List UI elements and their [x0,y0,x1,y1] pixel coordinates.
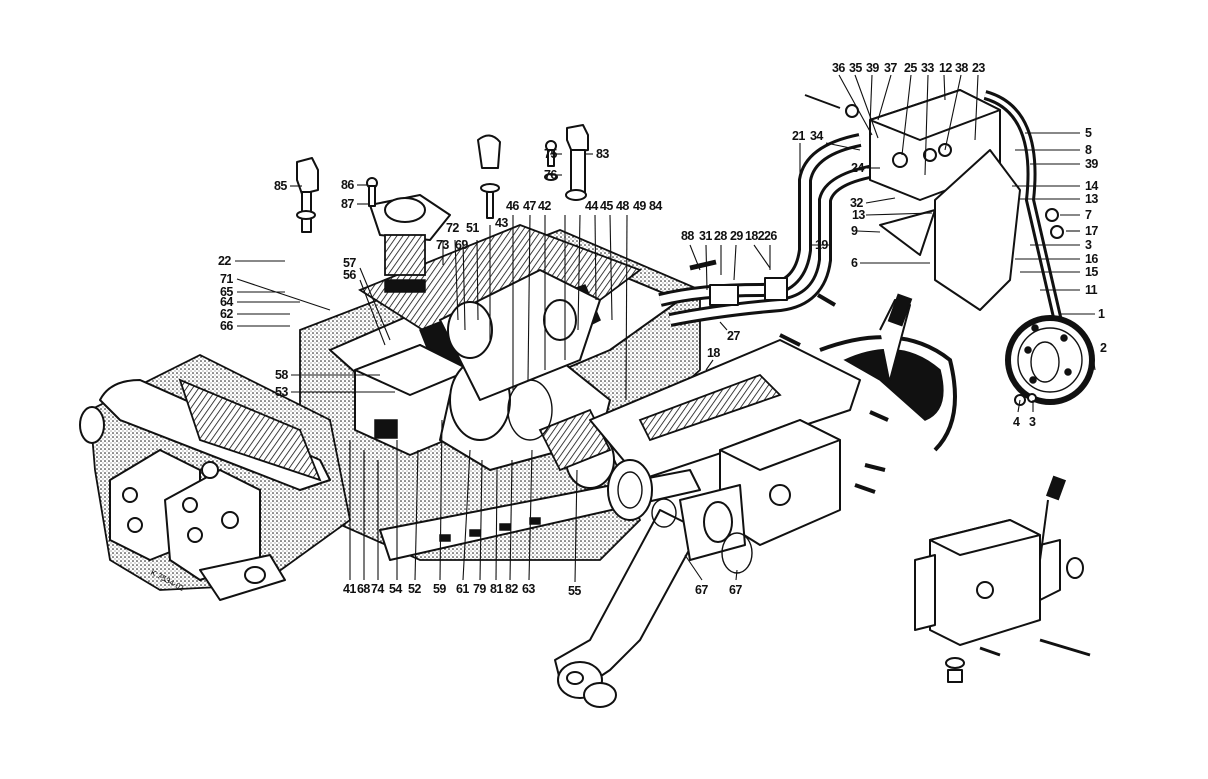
label-82: 82 [505,582,518,596]
label-31: 31 [699,229,712,243]
label-14: 14 [1085,179,1098,193]
label-52: 52 [408,582,421,596]
label-44: 44 [585,199,598,213]
label-68: 68 [357,582,370,596]
label-21: 21 [792,129,805,143]
label-74: 74 [371,582,384,596]
oil-pipes [658,133,882,327]
label-13: 13 [1085,192,1098,206]
leader-lines [235,74,1096,583]
label-16: 16 [1085,252,1098,266]
label-81: 81 [490,582,503,596]
auxiliary-valve [914,475,1091,683]
belt-drive [879,90,1095,406]
label-62: 62 [220,307,233,321]
lift-arm-housing [589,339,861,546]
label-23: 23 [972,61,985,75]
label-64: 64 [220,295,233,309]
label-76: 76 [544,168,557,182]
label-86: 86 [341,178,354,192]
label-39: 39 [866,61,879,75]
label-35: 35 [849,61,862,75]
label-79: 79 [473,582,486,596]
label-37: 37 [884,61,897,75]
label-38: 38 [955,61,968,75]
label-51: 51 [466,221,479,235]
label-88: 88 [681,229,694,243]
label-25: 25 [904,61,917,75]
label-63: 63 [522,582,535,596]
control-quadrant [819,293,957,452]
label-42: 42 [538,199,551,213]
label-17: 17 [1085,224,1098,238]
label-58: 58 [275,368,288,382]
label-9: 9 [851,224,858,238]
label-53: 53 [275,385,288,399]
label-75: 75 [544,147,557,161]
label-66: 66 [220,319,233,333]
label-47: 47 [523,199,536,213]
label-28: 28 [714,229,727,243]
label-5: 5 [1085,126,1092,140]
label-67a: 67 [695,583,708,597]
label-3b: 3 [1029,415,1036,429]
label-46: 46 [506,199,519,213]
label-24: 24 [851,161,864,175]
label-54: 54 [389,582,402,596]
label-87: 87 [341,197,354,211]
label-41: 41 [343,582,356,596]
hitch-bracket [79,353,351,601]
label-56: 56 [343,268,356,282]
label-3: 3 [1085,238,1092,252]
label-11: 11 [1085,283,1098,297]
label-85: 85 [274,179,287,193]
label-4: 4 [1013,415,1020,429]
label-83: 83 [596,147,609,161]
lift-cylinder [439,269,601,401]
label-36: 36 [832,61,845,75]
label-43: 43 [495,216,508,230]
label-182: 182 [745,229,765,243]
label-33: 33 [921,61,934,75]
misc-bolts [689,259,889,494]
label-27: 27 [727,329,740,343]
label-49: 49 [633,199,646,213]
label-45: 45 [600,199,613,213]
label-26: 26 [764,229,777,243]
label-2: 2 [1100,341,1107,355]
label-6: 6 [851,256,858,270]
label-18: 18 [707,346,720,360]
label-29: 29 [730,229,743,243]
label-65: 65 [220,285,233,299]
label-48: 48 [616,199,629,213]
label-39b: 39 [1085,157,1098,171]
label-69: 69 [455,238,468,252]
label-59: 59 [433,582,446,596]
part-labels: 36 35 39 37 25 33 12 38 23 5 8 39 14 13 … [218,61,1108,598]
label-19: 19 [815,238,828,252]
label-13b: 13 [852,208,865,222]
label-84: 84 [649,199,662,213]
label-22: 22 [218,254,231,268]
label-72: 72 [446,221,459,235]
label-71: 71 [220,272,233,286]
label-12: 12 [939,61,952,75]
label-55: 55 [568,584,581,598]
label-67b: 67 [729,583,742,597]
label-1: 1 [1098,307,1105,321]
filter-pump [369,194,451,293]
label-73: 73 [436,238,449,252]
label-8: 8 [1085,143,1092,157]
label-57: 57 [343,256,356,270]
label-34: 34 [810,129,823,143]
top-fasteners [296,124,589,233]
label-61: 61 [456,582,469,596]
label-7: 7 [1085,208,1092,222]
label-15: 15 [1085,265,1098,279]
label-32: 32 [850,196,863,210]
